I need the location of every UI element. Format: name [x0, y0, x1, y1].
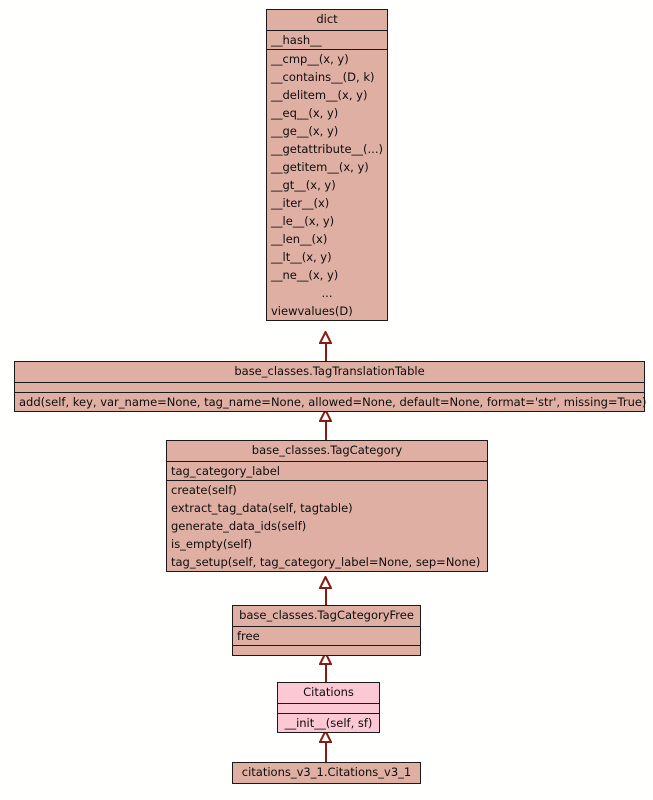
- class-name-tagtranslationtable: base_classes.TagTranslationTable: [234, 364, 425, 378]
- class-attributes-compartment: [15, 383, 644, 393]
- method-row: __contains__(D, k): [271, 70, 375, 84]
- edge-citationsv31-to-citations: [325, 740, 327, 763]
- method-row: create(self): [171, 483, 237, 497]
- inheritance-arrowhead-citations: [319, 730, 332, 743]
- class-attributes-compartment: __hash__: [267, 31, 387, 50]
- class-methods-compartment: create(self) extract_tag_data(self, tagt…: [167, 481, 487, 571]
- method-row: add(self, key, var_name=None, tag_name=N…: [19, 395, 647, 409]
- class-attributes-compartment: [278, 704, 379, 714]
- method-row: __len__(x): [271, 232, 328, 246]
- class-methods-compartment: add(self, key, var_name=None, tag_name=N…: [15, 393, 647, 411]
- method-row: __iter__(x): [271, 196, 330, 210]
- class-methods-compartment: [233, 646, 420, 655]
- inheritance-arrowhead-tagtranslationtable: [319, 409, 332, 422]
- class-title-compartment: dict: [267, 10, 387, 31]
- class-box-dict[interactable]: dict __hash__ __cmp__(x, y) __contains__…: [266, 9, 388, 321]
- method-row: generate_data_ids(self): [171, 519, 307, 533]
- class-box-citations[interactable]: Citations __init__(self, sf): [277, 682, 380, 733]
- inheritance-arrowhead-tagcategory: [319, 576, 332, 589]
- method-row: is_empty(self): [171, 537, 253, 551]
- attributes-empty: [15, 383, 644, 392]
- class-name-citations: Citations: [303, 685, 354, 699]
- method-row-ellipsis: ...: [321, 286, 333, 300]
- method-row: __ne__(x, y): [271, 268, 339, 282]
- class-title-compartment: citations_v3_1.Citations_v3_1: [233, 763, 420, 783]
- method-row: __getitem__(x, y): [271, 160, 369, 174]
- class-attributes-compartment: tag_category_label: [167, 462, 487, 481]
- attribute-row: tag_category_label: [171, 464, 280, 478]
- method-row: tag_setup(self, tag_category_label=None,…: [171, 555, 481, 569]
- class-methods-compartment: __cmp__(x, y) __contains__(D, k) __delit…: [267, 50, 387, 320]
- class-name-dict: dict: [316, 12, 338, 26]
- class-box-tagcategory[interactable]: base_classes.TagCategory tag_category_la…: [166, 440, 488, 572]
- class-box-tagcategoryfree[interactable]: base_classes.TagCategoryFree free: [232, 605, 421, 656]
- method-row: __le__(x, y): [271, 214, 335, 228]
- class-box-citations-v3-1[interactable]: citations_v3_1.Citations_v3_1: [232, 762, 421, 784]
- attributes-empty: [278, 704, 379, 713]
- method-row: viewvalues(D): [271, 304, 353, 318]
- inheritance-arrowhead-tagcategoryfree: [319, 652, 332, 665]
- method-row: __gt__(x, y): [271, 178, 336, 192]
- class-title-compartment: base_classes.TagTranslationTable: [15, 362, 644, 383]
- method-row: extract_tag_data(self, tagtable): [171, 501, 353, 515]
- inheritance-arrowhead-dict: [319, 331, 332, 344]
- method-row: __eq__(x, y): [271, 106, 339, 120]
- edge-tagtranslationtable-to-dict: [325, 341, 327, 362]
- attribute-row: free: [237, 629, 260, 643]
- methods-empty: [233, 646, 420, 655]
- class-name-tagcategoryfree: base_classes.TagCategoryFree: [239, 608, 414, 622]
- class-methods-compartment: __init__(self, sf): [278, 714, 379, 732]
- class-name-citations-v3-1: citations_v3_1.Citations_v3_1: [241, 765, 412, 779]
- class-title-compartment: Citations: [278, 683, 379, 704]
- method-row: __init__(self, sf): [284, 716, 373, 730]
- method-row: __lt__(x, y): [271, 250, 332, 264]
- edge-tagcategoryfree-to-tagcategory: [325, 586, 327, 606]
- edge-citations-to-tagcategoryfree: [325, 662, 327, 683]
- method-row: __ge__(x, y): [271, 124, 339, 138]
- method-row: __getattribute__(...): [271, 142, 383, 156]
- class-title-compartment: base_classes.TagCategoryFree: [233, 606, 420, 627]
- method-row: __cmp__(x, y): [271, 52, 349, 66]
- class-attributes-compartment: free: [233, 627, 420, 646]
- edge-tagcategory-to-tagtranslationtable: [325, 419, 327, 441]
- attribute-row: __hash__: [271, 33, 322, 47]
- class-box-tagtranslationtable[interactable]: base_classes.TagTranslationTable add(sel…: [14, 361, 647, 412]
- class-title-compartment: base_classes.TagCategory: [167, 441, 487, 462]
- class-name-tagcategory: base_classes.TagCategory: [251, 443, 403, 457]
- method-row: __delitem__(x, y): [271, 88, 368, 102]
